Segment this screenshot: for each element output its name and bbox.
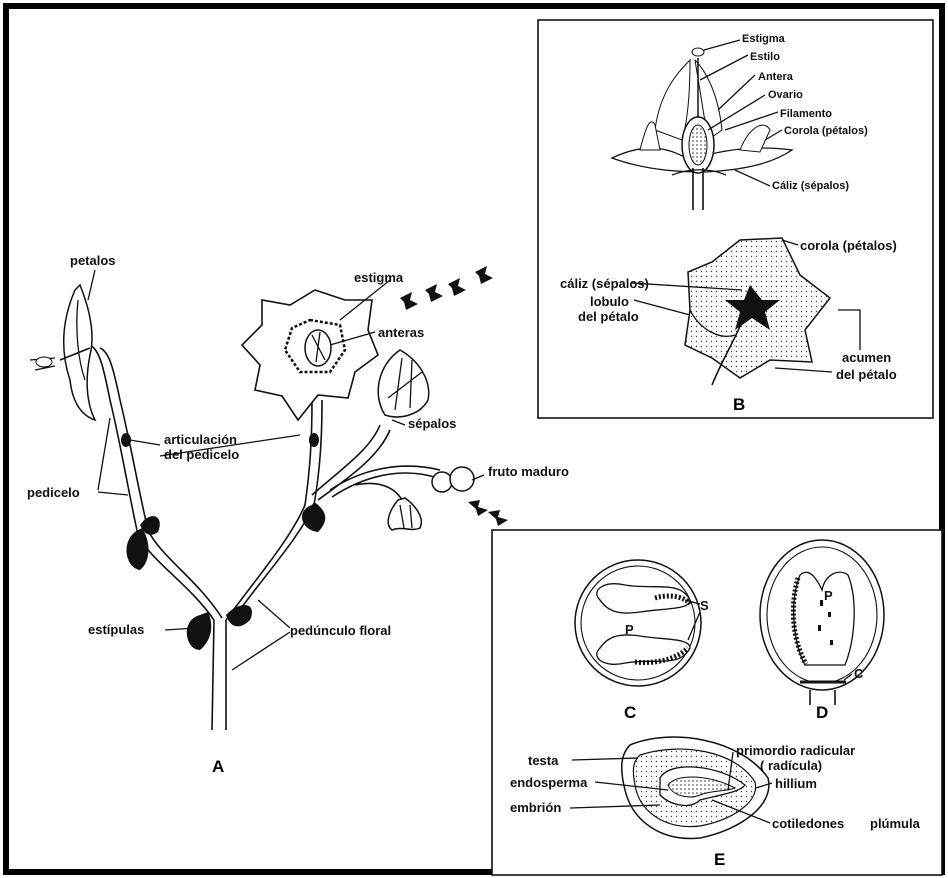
label-c-s: S [700,598,709,613]
fruit [432,472,452,492]
panel-cde: P S C P C D testa endosperma embrión pri… [492,530,942,875]
label-b-estigma: Estigma [742,33,786,45]
letter-a: A [212,757,224,776]
label-b-estilo: Estilo [750,51,780,63]
stipule-leaf [187,612,211,650]
label-b-corola: Corola (pétalos) [784,125,868,137]
letter-d: D [816,703,828,722]
label-sepalos: sépalos [408,416,456,431]
label-b-filamento: Filamento [780,108,832,120]
label-b-caliz: Cáliz (sépalos) [772,180,849,192]
panel-b: Estigma Estilo Antera Ovario Filamento C… [538,20,933,418]
label-e-primordio-2: ( radícula) [760,758,822,773]
seed-c [575,560,701,686]
panel-a-plant: petalos articulación del pedicelo pedice… [27,253,569,776]
label-b-lobulo: lobulo [590,294,629,309]
label-b-caliz2: cáliz (sépalos) [560,276,649,291]
stipule-leaf [226,605,252,626]
label-e-endosperma: endosperma [510,775,588,790]
label-articulacion-2: del pedicelo [164,447,239,462]
label-d-c: C [854,666,864,681]
label-e-hillium: hillium [775,776,817,791]
main-stem [212,620,226,730]
letter-c: C [624,703,636,722]
label-b-corola2: corola (pétalos) [800,238,897,253]
label-b-ovario: Ovario [768,89,803,101]
label-estigma: estigma [354,270,404,285]
fruit [450,467,474,491]
label-e-testa: testa [528,753,559,768]
label-b-acumen-2: del pétalo [836,367,897,382]
label-d-p: P [824,588,833,603]
label-peduncle: pedúnculo floral [290,623,391,638]
label-b-antera: Antera [758,71,794,83]
label-anteras: anteras [378,325,424,340]
label-articulacion: articulación [164,432,237,447]
label-e-primordio: primordio radicular [736,743,855,758]
label-estipulas: estípulas [88,622,144,637]
label-c-p: P [625,622,634,637]
label-fruto: fruto maduro [488,464,569,479]
label-pedicelo: pedicelo [27,485,80,500]
hanging-flower [388,498,421,530]
label-e-plumula: plúmula [870,816,921,831]
flower-bud [378,350,428,417]
label-e-embrion: embrión [510,800,561,815]
label-e-cotiledones: cotiledones [772,816,844,831]
letter-e: E [714,850,725,869]
label-b-lobulo-2: del pétalo [578,309,639,324]
label-petalos: petalos [70,253,116,268]
label-b-acumen: acumen [842,350,891,365]
letter-b: B [733,395,745,414]
